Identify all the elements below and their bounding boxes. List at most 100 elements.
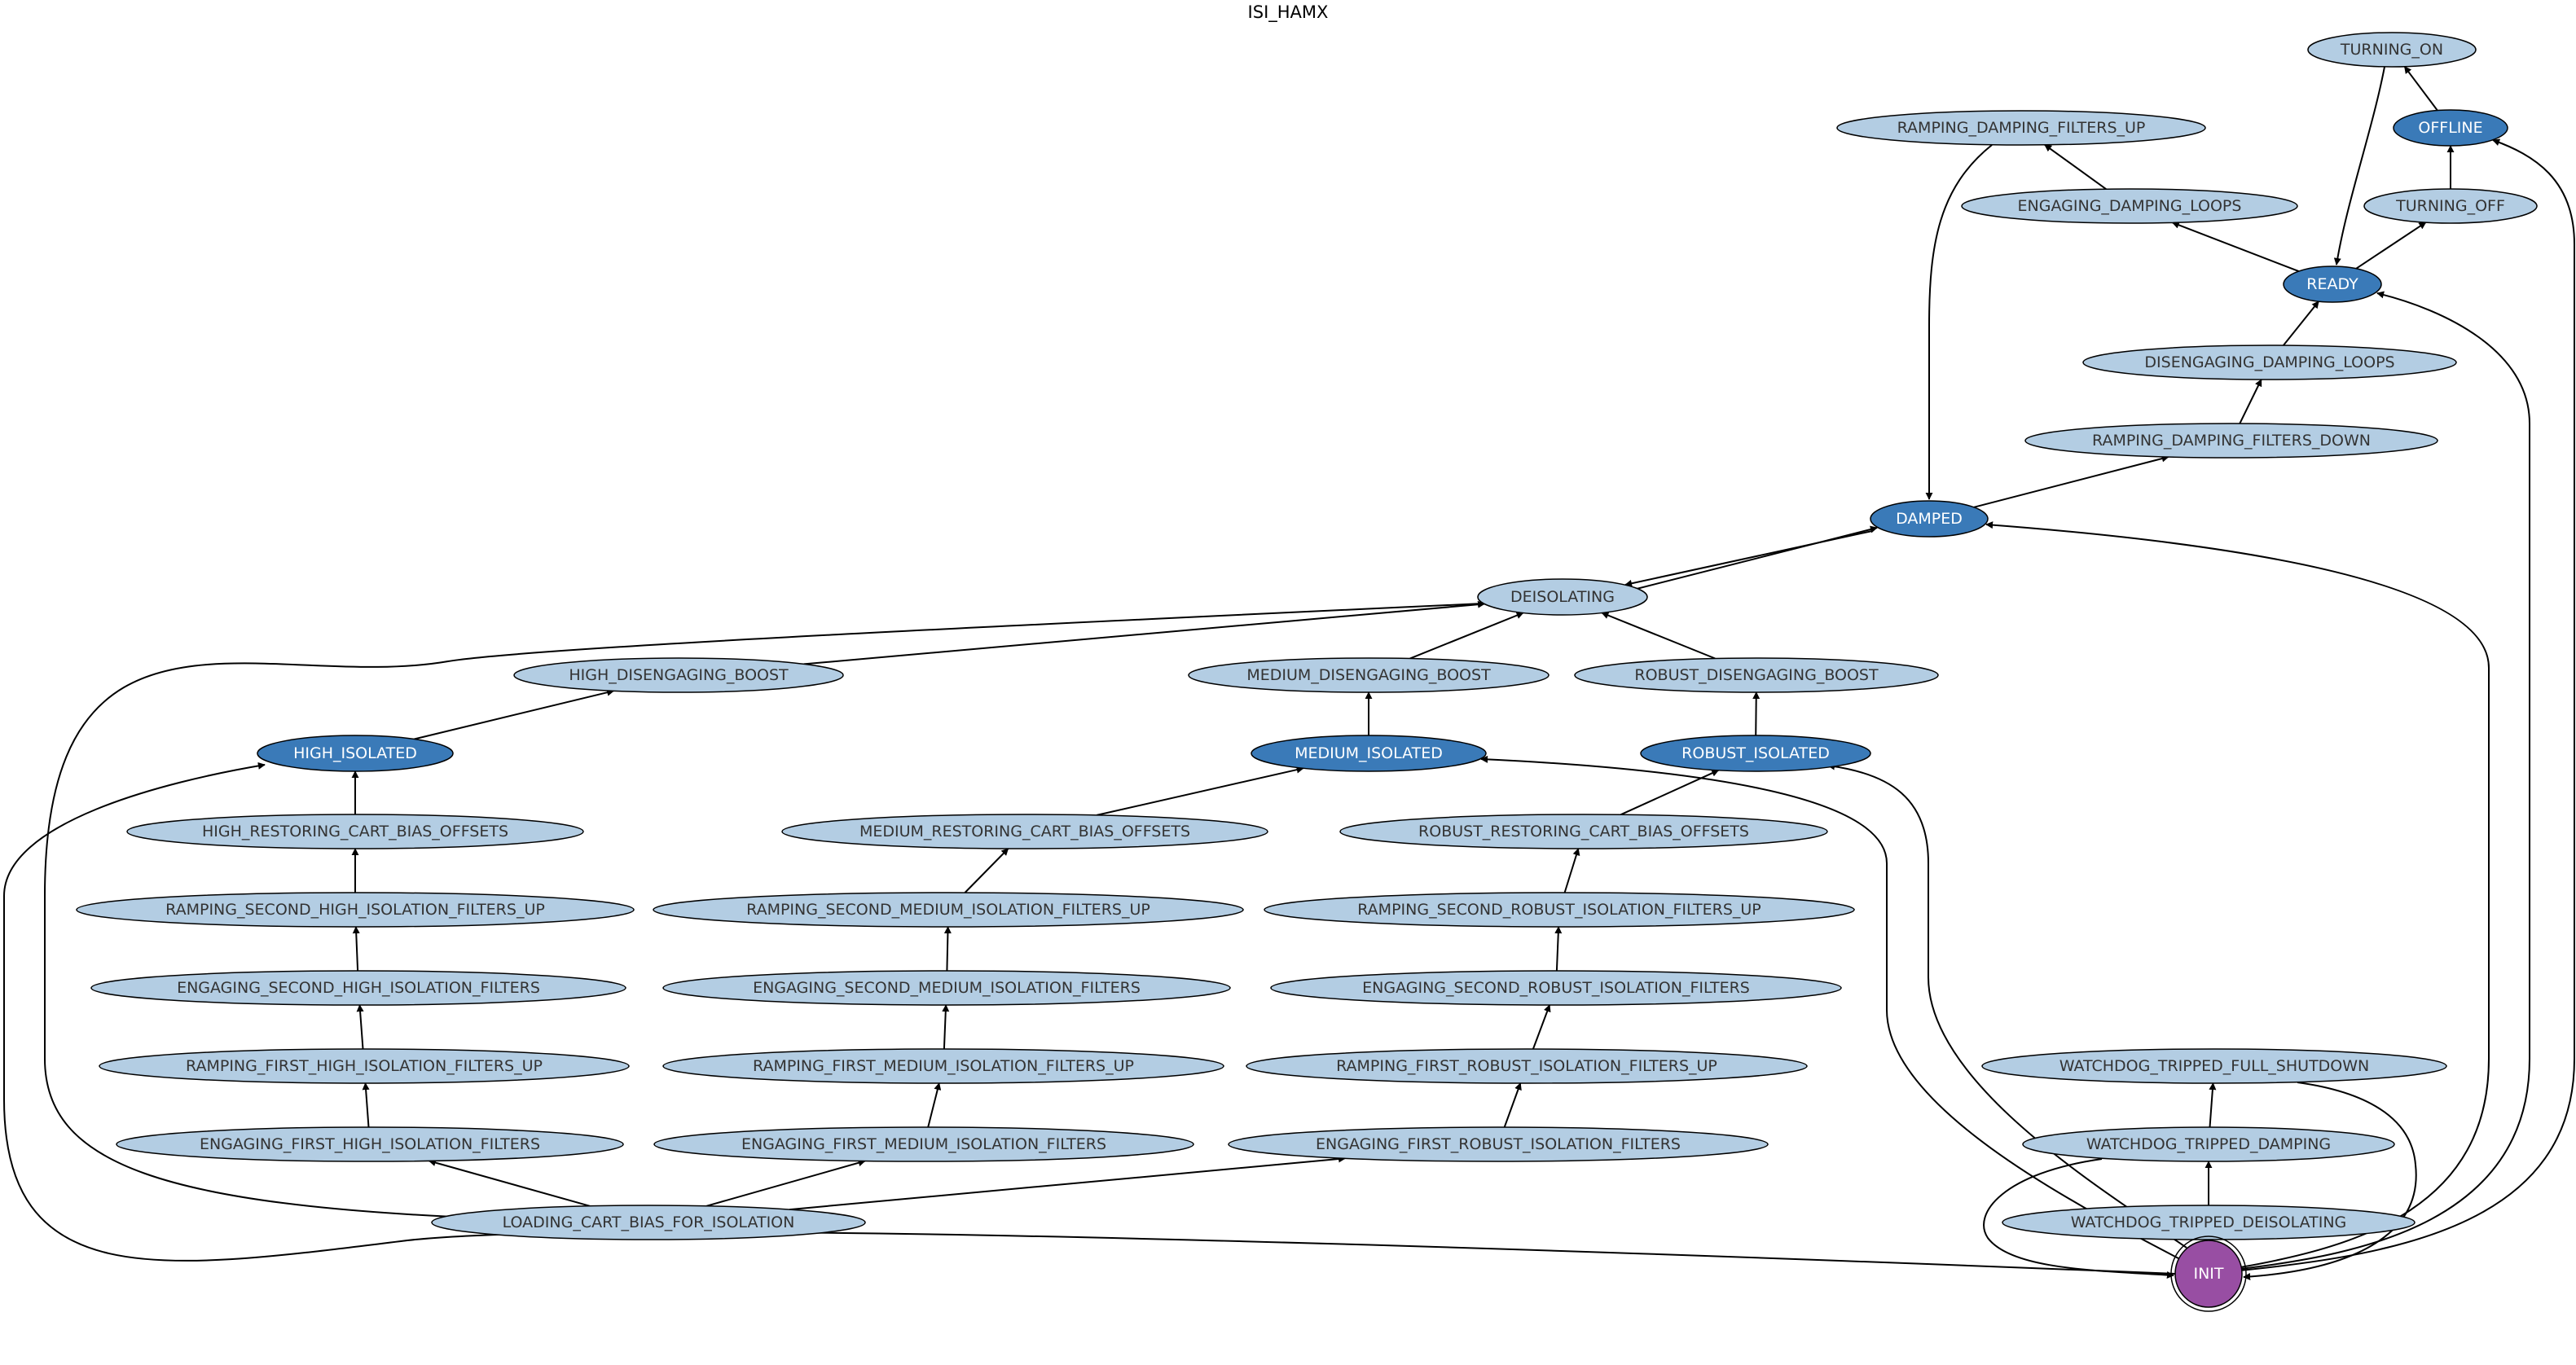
state-node-turning-on: TURNING_ON <box>2307 32 2477 68</box>
state-node-label: MEDIUM_RESTORING_CART_BIAS_OFFSETS <box>859 823 1190 841</box>
state-node-label: HIGH_RESTORING_CART_BIAS_OFFSETS <box>202 823 508 841</box>
edge-ramping-damping-filters-down-to-disengaging-damping-loops <box>2239 379 2262 424</box>
state-node-shape <box>116 1126 624 1162</box>
state-node-ramping-first-high-isolation-filters-up: RAMPING_FIRST_HIGH_ISOLATION_FILTERS_UP <box>99 1048 630 1084</box>
state-node-robust-isolated: ROBUST_ISOLATED <box>1640 735 1871 772</box>
state-node-label: ROBUST_DISENGAGING_BOOST <box>1634 666 1879 684</box>
edge-ready-to-turning-off <box>2355 222 2427 270</box>
init-outer-ring <box>2170 1236 2247 1312</box>
edge-ramping-first-high-isolation-filters-up-to-engaging-second-high-isolation-filters <box>356 1004 364 1050</box>
state-node-label: DISENGAGING_DAMPING_LOOPS <box>2144 353 2394 371</box>
state-node-label: HIGH_ISOLATED <box>293 744 417 762</box>
state-node-shape <box>2393 109 2508 147</box>
edge-engaging-second-robust-isolation-filters-to-ramping-second-robust-isolation-filters-up <box>1554 926 1563 972</box>
state-node-label: ENGAGING_FIRST_ROBUST_ISOLATION_FILTERS <box>1316 1135 1681 1153</box>
state-node-watchdog-tripped-damping: WATCHDOG_TRIPPED_DAMPING <box>2022 1126 2395 1162</box>
state-node-shape <box>1251 735 1487 772</box>
state-node-label: WATCHDOG_TRIPPED_DAMPING <box>2086 1135 2331 1153</box>
edge-deisolating-to-loading-cart-bias-for-isolation <box>44 603 1484 1222</box>
state-node-shape <box>1246 1048 1808 1084</box>
state-node-label: WATCHDOG_TRIPPED_FULL_SHUTDOWN <box>2059 1057 2370 1075</box>
edge-high-disengaging-boost-to-deisolating <box>803 600 1485 665</box>
edge-watchdog-tripped-damping-to-watchdog-tripped-full-shutdown <box>2209 1082 2217 1128</box>
state-node-shape <box>1961 188 2298 224</box>
state-node-watchdog-tripped-deisolating: WATCHDOG_TRIPPED_DEISOLATING <box>2002 1205 2416 1240</box>
edge-init-to-robust-isolated <box>1827 762 2187 1249</box>
state-node-damped: DAMPED <box>1870 500 1989 538</box>
state-node-shape <box>2307 32 2477 68</box>
edge-ready-to-engaging-damping-loops <box>2171 222 2300 273</box>
edge-init-to-ready <box>2240 291 2530 1270</box>
state-node-shape <box>431 1205 866 1240</box>
state-node-shape <box>653 892 1244 928</box>
edges-layer <box>3 66 2575 1280</box>
state-node-ramping-second-robust-isolation-filters-up: RAMPING_SECOND_ROBUST_ISOLATION_FILTERS_… <box>1264 892 1855 928</box>
state-node-label: ENGAGING_FIRST_HIGH_ISOLATION_FILTERS <box>200 1135 540 1153</box>
edge-engaging-damping-loops-to-ramping-damping-filters-up <box>2044 143 2107 191</box>
state-node-label: RAMPING_SECOND_HIGH_ISOLATION_FILTERS_UP <box>165 901 545 919</box>
state-node-ramping-second-medium-isolation-filters-up: RAMPING_SECOND_MEDIUM_ISOLATION_FILTERS_… <box>653 892 1244 928</box>
state-node-label: ROBUST_RESTORING_CART_BIAS_OFFSETS <box>1418 823 1749 841</box>
edge-offline-to-turning-on <box>2403 66 2438 112</box>
state-node-shape <box>653 1126 1194 1162</box>
state-node-high-disengaging-boost: HIGH_DISENGAGING_BOOST <box>513 657 844 693</box>
state-node-shape <box>2082 345 2457 380</box>
state-node-shape <box>2024 423 2438 459</box>
edge-ramping-first-medium-isolation-filters-up-to-engaging-second-medium-isolation-filters <box>942 1004 950 1050</box>
state-node-label: ENGAGING_FIRST_MEDIUM_ISOLATION_FILTERS <box>741 1135 1106 1153</box>
state-node-label: RAMPING_DAMPING_FILTERS_UP <box>1897 119 2146 137</box>
edge-engaging-second-high-isolation-filters-to-ramping-second-high-isolation-filters-up <box>352 926 360 972</box>
edge-ramping-damping-filters-up-to-damped <box>1925 144 1993 500</box>
state-node-shape <box>2174 1240 2243 1308</box>
state-node-shape <box>1228 1126 1769 1162</box>
edge-engaging-first-high-isolation-filters-to-ramping-first-high-isolation-filters-up <box>362 1082 370 1128</box>
edge-loading-cart-bias-for-isolation-to-engaging-first-high-isolation-filters <box>428 1159 591 1207</box>
state-node-label: RAMPING_SECOND_MEDIUM_ISOLATION_FILTERS_… <box>746 901 1150 919</box>
state-node-ramping-damping-filters-up: RAMPING_DAMPING_FILTERS_UP <box>1836 110 2206 146</box>
state-node-label: DEISOLATING <box>1510 588 1615 606</box>
state-node-ready: READY <box>2283 266 2382 303</box>
state-node-label: ENGAGING_SECOND_ROBUST_ISOLATION_FILTERS <box>1362 979 1750 997</box>
edge-init-to-high-isolated <box>3 762 2176 1275</box>
state-node-shape <box>1836 110 2206 146</box>
state-node-loading-cart-bias-for-isolation: LOADING_CART_BIAS_FOR_ISOLATION <box>431 1205 866 1240</box>
edge-medium-restoring-cart-bias-offsets-to-medium-isolated <box>1096 766 1304 816</box>
state-node-shape <box>1574 657 1939 693</box>
state-node-engaging-second-medium-isolation-filters: ENGAGING_SECOND_MEDIUM_ISOLATION_FILTERS <box>662 970 1231 1006</box>
edge-medium-disengaging-boost-to-deisolating <box>1409 612 1524 660</box>
state-node-robust-restoring-cart-bias-offsets: ROBUST_RESTORING_CART_BIAS_OFFSETS <box>1339 814 1828 849</box>
state-node-shape <box>1870 500 1989 538</box>
state-node-label: INIT <box>2193 1265 2223 1283</box>
state-node-medium-disengaging-boost: MEDIUM_DISENGAGING_BOOST <box>1188 657 1550 693</box>
state-node-shape <box>90 970 626 1006</box>
state-node-label: READY <box>2306 275 2358 293</box>
state-node-shape <box>1339 814 1828 849</box>
state-node-label: RAMPING_DAMPING_FILTERS_DOWN <box>2092 432 2371 450</box>
state-node-label: TURNING_ON <box>2340 41 2443 59</box>
state-node-label: TURNING_OFF <box>2395 197 2505 215</box>
state-node-shape <box>1640 735 1871 772</box>
state-node-watchdog-tripped-full-shutdown: WATCHDOG_TRIPPED_FULL_SHUTDOWN <box>1981 1048 2447 1084</box>
edge-deisolating-to-damped <box>1633 525 1878 590</box>
state-node-shape <box>781 814 1268 849</box>
state-node-label: OFFLINE <box>2418 119 2482 137</box>
state-node-label: MEDIUM_DISENGAGING_BOOST <box>1246 666 1491 684</box>
state-node-shape <box>1270 970 1842 1006</box>
state-node-init: INIT <box>2170 1236 2247 1312</box>
state-node-shape <box>126 814 584 849</box>
state-node-deisolating: DEISOLATING <box>1477 578 1648 616</box>
state-node-label: DAMPED <box>1896 510 1963 528</box>
graph-title: ISI_HAMX <box>1248 2 1329 23</box>
state-node-engaging-damping-loops: ENGAGING_DAMPING_LOOPS <box>1961 188 2298 224</box>
state-node-offline: OFFLINE <box>2393 109 2508 147</box>
edge-disengaging-damping-loops-to-ready <box>2283 301 2319 346</box>
state-node-high-isolated: HIGH_ISOLATED <box>257 735 454 772</box>
state-node-label: WATCHDOG_TRIPPED_DEISOLATING <box>2071 1214 2347 1231</box>
state-node-shape <box>513 657 844 693</box>
state-node-shape <box>1188 657 1550 693</box>
state-node-engaging-first-robust-isolation-filters: ENGAGING_FIRST_ROBUST_ISOLATION_FILTERS <box>1228 1126 1769 1162</box>
state-node-label: RAMPING_FIRST_ROBUST_ISOLATION_FILTERS_U… <box>1336 1057 1717 1075</box>
edge-init-to-offline <box>2239 138 2575 1271</box>
state-node-shape <box>76 892 635 928</box>
